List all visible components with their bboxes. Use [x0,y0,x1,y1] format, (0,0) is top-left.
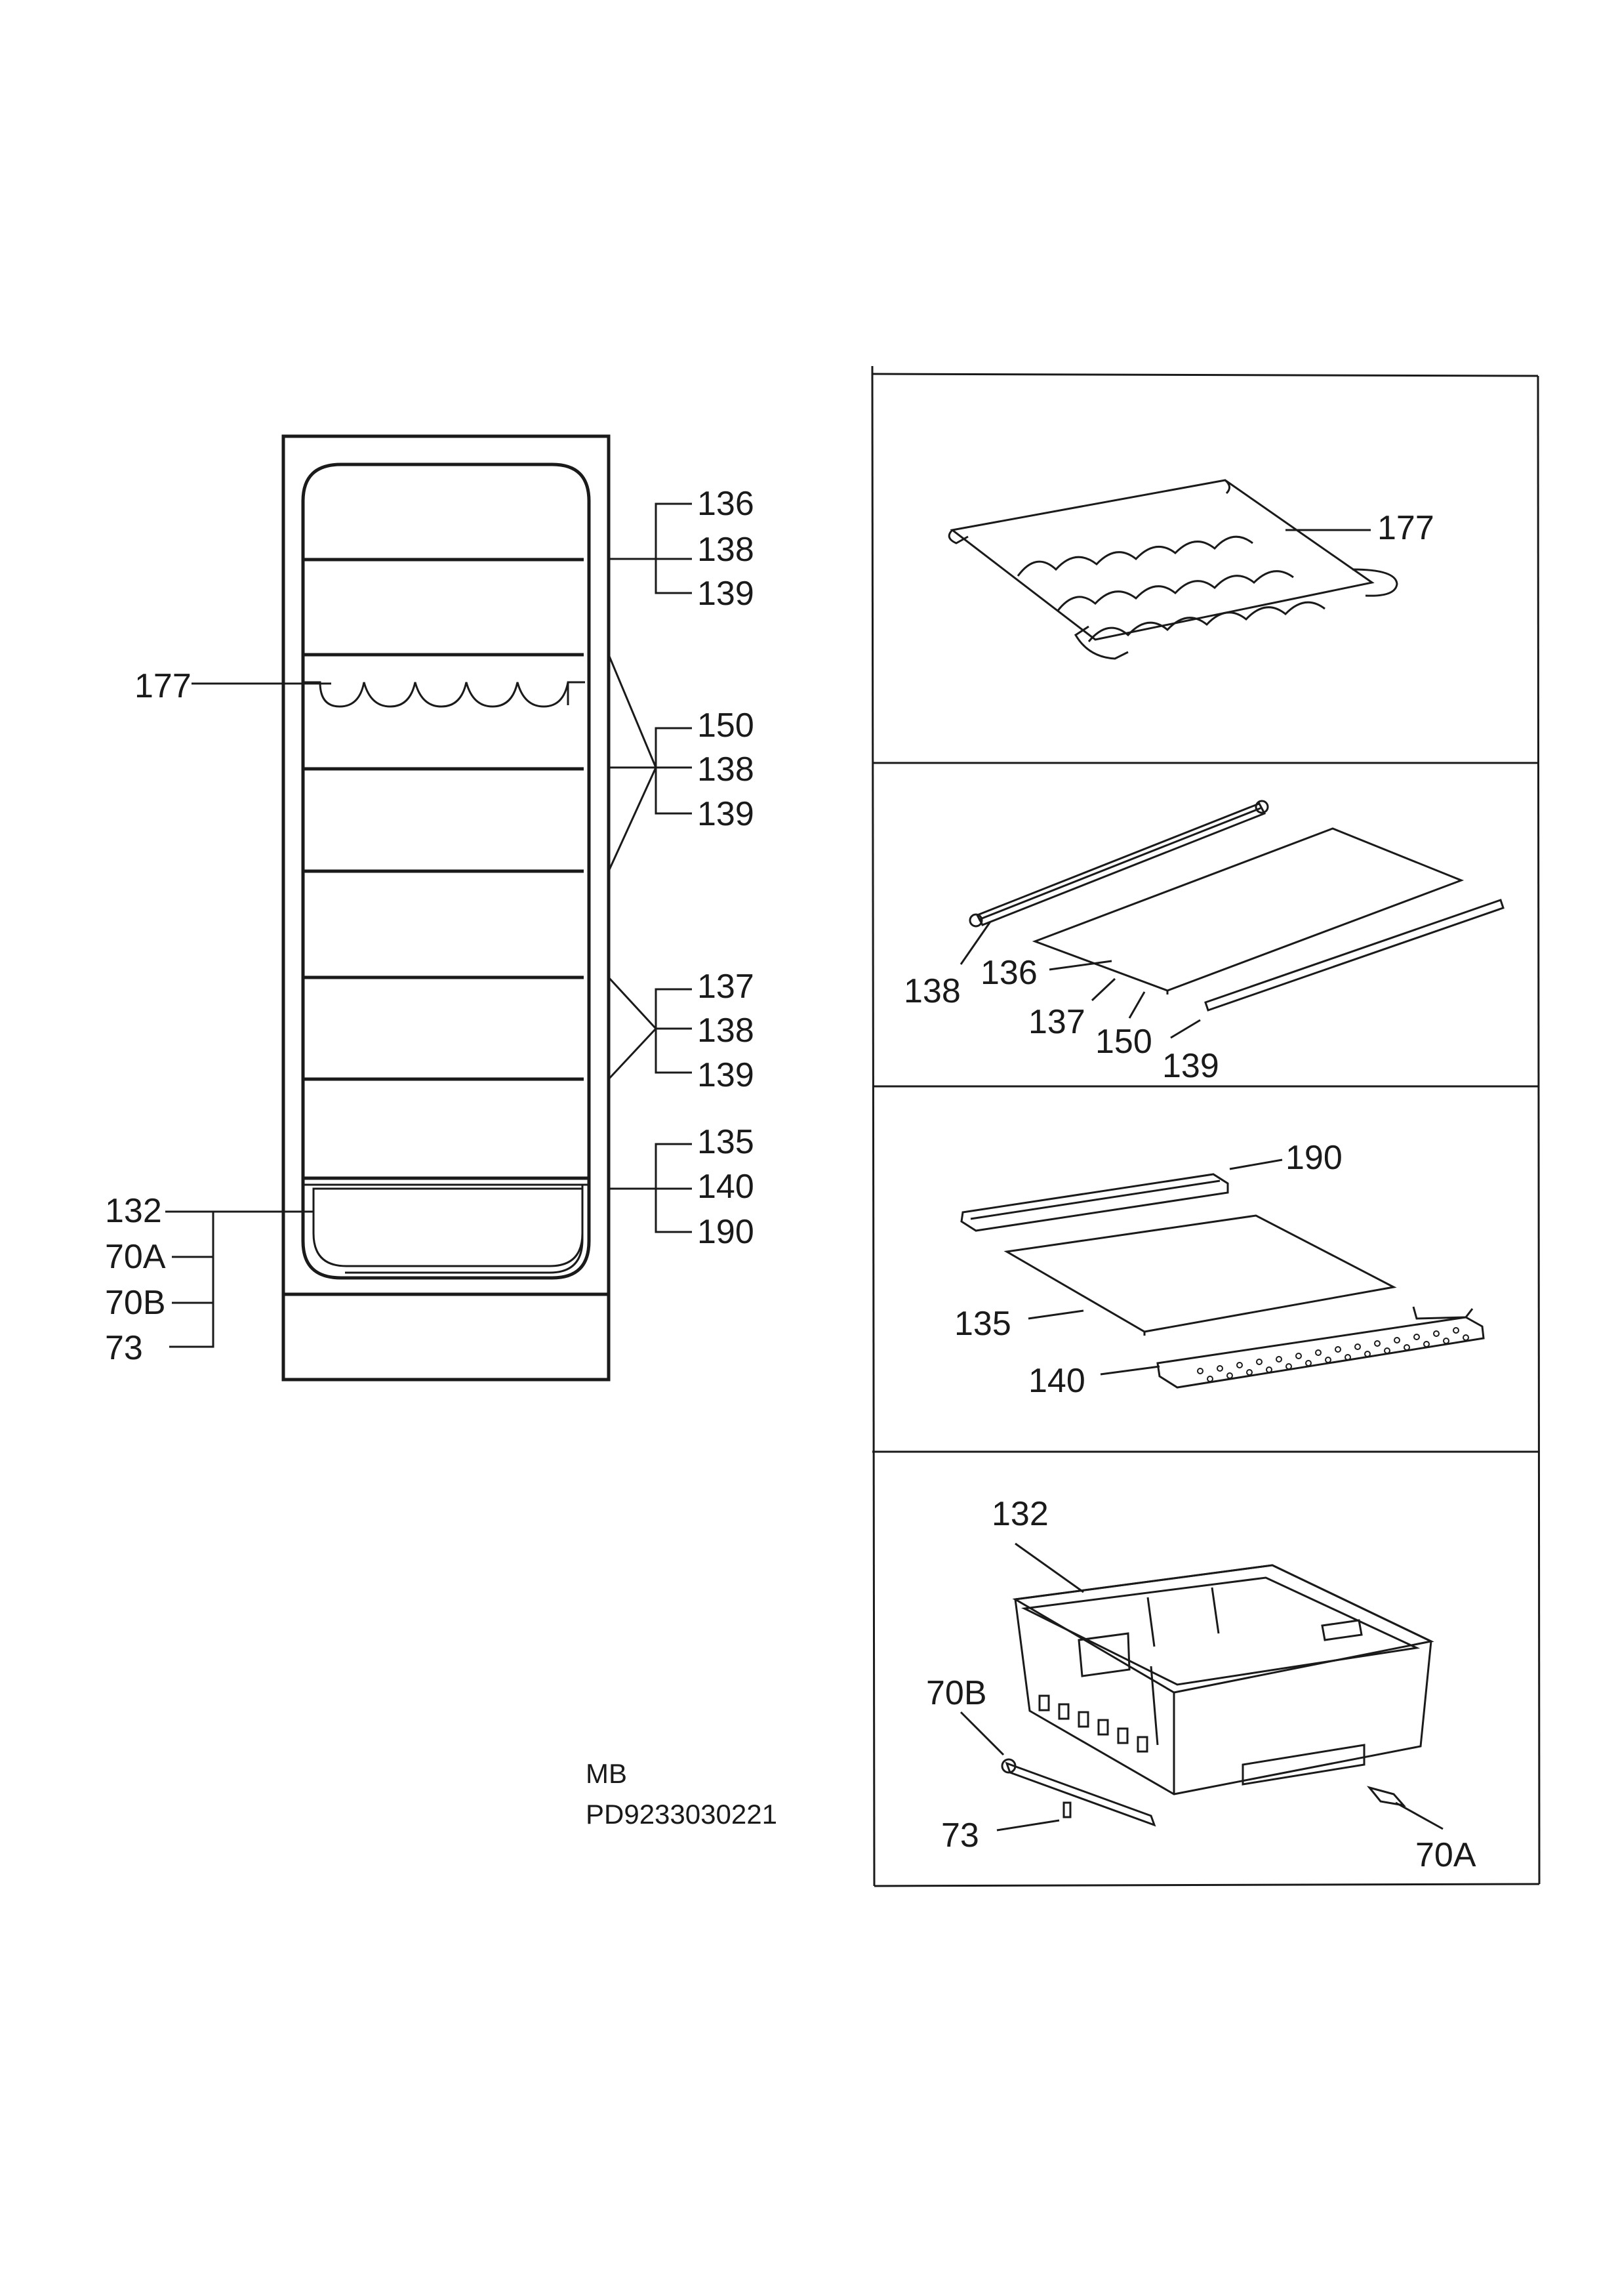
leader-bracket-1 [655,502,692,594]
drawer-132-inner-rim [1021,1576,1421,1686]
wine-rack-front-loop [1074,625,1129,660]
label-150-panel: 150 [1095,1023,1152,1061]
label-150: 150 [697,707,754,745]
panel-wine-rack: 177 [948,479,1434,660]
wine-rack-wave-1 [1017,535,1253,577]
trim-140-end [1412,1306,1474,1320]
slide-70B-roller [1001,1758,1017,1774]
leader-3-down [607,1027,657,1080]
wine-rack-handle [1352,568,1398,597]
drawer-132-bottom-slot [1242,1744,1365,1786]
rail-138-inner [978,807,1261,921]
frame-left [871,372,876,1887]
drawer-132-rim [1012,1564,1434,1694]
wine-rack-hook-right [1224,479,1230,495]
label-137-panel: 137 [1028,1003,1085,1041]
label-138-panel: 138 [904,972,961,1010]
label-70A: 70A [105,1238,166,1276]
label-70B: 70B [105,1284,166,1322]
label-138c: 138 [697,1012,754,1050]
slide-70A [1366,1786,1406,1807]
frame-top [872,373,1539,377]
label-177: 177 [134,667,192,705]
leader-2-down [607,767,657,872]
wine-rack-profile [303,681,585,708]
trim-190-inner [970,1179,1221,1220]
label-132-panel: 132 [992,1495,1049,1533]
leader-150-panel [1128,991,1146,1019]
label-139: 139 [697,575,754,613]
leader-bracket-3 [655,988,692,1074]
leader-136-panel [1049,960,1112,971]
model-text: MB [586,1758,627,1789]
leader-2-up [607,654,657,768]
leader-3-up [607,976,657,1030]
label-132: 132 [105,1192,162,1230]
slide-70B [1005,1761,1156,1827]
leader-70A-panel [1395,1801,1444,1830]
wine-rack-wave-2 [1056,570,1294,612]
label-140: 140 [697,1168,754,1206]
label-190: 190 [697,1213,754,1251]
label-136-panel: 136 [981,954,1038,992]
appliance-overview: 136 138 139 177 150 138 139 137 138 139 … [105,434,754,1382]
drawer-132-front-handle [1078,1632,1131,1677]
leader-bracket-2 [655,727,692,815]
document-code: PD9233030221 [586,1799,777,1830]
trim-139 [1204,899,1505,1012]
label-70B-panel: 70B [926,1674,987,1712]
frame-right [1537,375,1541,1885]
inner-liner [301,462,591,1280]
leader-70B-panel [960,1711,1005,1756]
drawer-132-body [1014,1564,1432,1795]
crisper-drawer-outline [312,1187,584,1267]
panel-crisper-shelf: 190 135 140 [954,1139,1485,1400]
trim-190 [960,1173,1229,1232]
exploded-panels: 177 138 136 137 150 139 [871,366,1541,1887]
cabinet-outline [281,434,611,1382]
label-139-panel: 139 [1162,1047,1219,1085]
wine-rack-wave-3 [1087,601,1325,642]
glass-135 [1003,1214,1397,1333]
trim-140-perforations [1197,1327,1469,1382]
leader-73-panel [996,1819,1060,1832]
drawer-132-teeth [1038,1694,1148,1753]
liner-inner-edge [345,1185,584,1274]
wine-rack-hook-left [948,529,969,544]
leader-190-panel [1229,1158,1283,1170]
label-139c: 139 [697,1056,754,1094]
leader-135-panel [1028,1309,1084,1320]
leader-139-panel [1170,1019,1201,1039]
label-135: 135 [697,1123,754,1161]
label-135-panel: 135 [954,1305,1011,1343]
label-140-panel: 140 [1028,1362,1085,1400]
label-177-panel: 177 [1377,509,1434,547]
panel-glass-shelf: 138 136 137 150 139 [904,800,1505,1085]
label-138b: 138 [697,750,754,789]
leader-137-panel [1091,977,1116,1002]
label-136: 136 [697,485,754,523]
drawer-132-ribs [1146,1587,1220,1746]
frame-bottom [874,1883,1540,1887]
label-73: 73 [105,1329,143,1367]
label-137: 137 [697,968,754,1006]
leader-140-panel [1100,1365,1160,1376]
label-139b: 139 [697,795,754,833]
panel-crisper-drawer: 132 70B 73 70A [926,1495,1476,1874]
label-73-panel: 73 [941,1816,979,1855]
leader-132-panel [1015,1542,1084,1593]
label-70A-panel: 70A [1415,1836,1476,1874]
leader-bracket-drawer [169,1212,214,1348]
rail-138-end-right [1255,800,1269,814]
screw-73 [1062,1801,1072,1818]
leader-138-panel [960,921,992,965]
label-190-panel: 190 [1285,1139,1343,1177]
label-138: 138 [697,531,754,569]
wine-rack-frame [950,479,1375,641]
glass-136 [1032,827,1465,992]
drawer-132-side-handle [1321,1619,1363,1641]
rail-138-end-left [969,913,983,928]
